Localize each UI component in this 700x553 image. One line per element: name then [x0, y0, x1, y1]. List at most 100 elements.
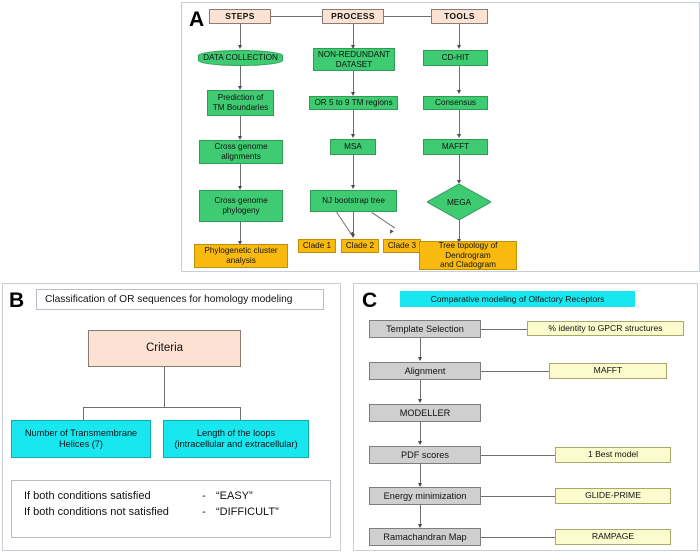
loop-length-line2: (intracellular and extracellular) — [174, 439, 298, 449]
tool-gpcr-identity: % identity to GPCR structures — [527, 321, 684, 336]
node-prediction-tm-line1: Prediction of — [217, 93, 264, 103]
loop-length-line1: Length of the loops — [196, 428, 276, 439]
node-cd-hit: CD-HIT — [423, 50, 488, 66]
line-steps-4 — [240, 164, 241, 188]
panel-a: A STEPS PROCESS TOOLS DATA COLLECTION Pr… — [181, 2, 700, 272]
node-mega: MEGA — [427, 184, 491, 220]
node-clade-1: Clade 1 — [298, 239, 336, 253]
line-criteria-left — [83, 407, 84, 420]
node-data-collection: DATA COLLECTION — [198, 50, 283, 66]
panel-c-letter: C — [362, 289, 378, 312]
arrow-steps-4 — [237, 186, 242, 190]
tool-glide-prime: GLIDE-PRIME — [555, 488, 671, 504]
line-c-1 — [481, 329, 527, 330]
connector-steps-process — [271, 16, 322, 17]
panel-b-title: Classification of OR sequences for homol… — [36, 289, 324, 310]
line-c-2 — [481, 371, 549, 372]
arrow-tools-3 — [456, 134, 461, 138]
node-mega-label: MEGA — [446, 197, 472, 207]
node-mafft: MAFFT — [423, 139, 488, 155]
line-tools-4 — [459, 155, 460, 182]
arrow-c-3 — [417, 441, 422, 445]
tm-helices-line1: Number of Transmembrane — [24, 428, 138, 439]
node-prediction-tm: Prediction of TM Boundaries — [207, 90, 274, 116]
line-criteria-down — [164, 367, 165, 407]
arrow-tools-4 — [456, 180, 461, 184]
node-loop-length: Length of the loops (intracellular and e… — [163, 420, 309, 458]
cross-align-line1: Cross genome — [214, 142, 268, 152]
arrow-proc-1 — [350, 45, 355, 49]
arrow-clade-2 — [350, 234, 355, 238]
panel-a-letter: A — [189, 8, 205, 31]
arrow-c-4 — [417, 483, 422, 487]
panel-b-letter: B — [9, 289, 25, 312]
line-proc-3 — [353, 110, 354, 136]
node-clade-3: Clade 3 — [383, 239, 421, 253]
node-non-redundant-dataset: NON-REDUNDANT DATASET — [313, 48, 395, 71]
condition-difficult-result: “DIFFICULT” — [216, 505, 279, 518]
line-tools-2 — [459, 66, 460, 92]
panel-c-title: Comparative modeling of Olfactory Recept… — [400, 291, 635, 307]
line-c-6 — [481, 537, 555, 538]
line-c-down-5 — [420, 505, 421, 527]
line-steps-5 — [240, 222, 241, 243]
line-tools-5 — [459, 220, 460, 241]
condition-easy-result: “EASY” — [216, 490, 253, 502]
arrow-tools-2 — [456, 90, 461, 94]
condition-row-easy: If both conditions satisfied - “EASY” — [24, 489, 330, 505]
line-tools-3 — [459, 110, 460, 136]
phylo-cluster-line1: Phylogenetic cluster — [204, 246, 278, 256]
arrow-proc-4 — [350, 185, 355, 189]
line-c-down-1 — [420, 338, 421, 360]
line-c-down-2 — [420, 380, 421, 402]
node-criteria: Criteria — [88, 330, 241, 367]
condition-difficult-dash: - — [202, 505, 206, 518]
line-proc-2 — [353, 71, 354, 94]
condition-row-difficult: If both conditions not satisfied - “DIFF… — [24, 505, 330, 521]
line-criteria-split — [83, 407, 240, 408]
line-c-down-3 — [420, 422, 421, 444]
arrow-steps-1 — [237, 45, 242, 49]
line-steps-2 — [240, 66, 241, 88]
diamond-shape-icon — [427, 184, 491, 220]
node-ramachandran-map: Ramachandran Map — [369, 528, 481, 546]
node-clade-2: Clade 2 — [341, 239, 379, 253]
node-prediction-tm-line2: TM Boundaries — [212, 103, 269, 112]
tree-topology-line3: and Cladogram — [440, 260, 496, 270]
node-cross-genome-phylogeny: Cross genome phylogeny — [199, 190, 283, 222]
line-proc-4 — [353, 155, 354, 187]
arrow-proc-2 — [350, 92, 355, 96]
panel-b-conditions: If both conditions satisfied - “EASY” If… — [11, 480, 331, 538]
line-steps-1 — [240, 24, 241, 47]
arrow-steps-3 — [237, 136, 242, 140]
node-or-tm-regions: OR 5 to 9 TM regions — [309, 96, 398, 110]
tool-rampage: RAMPAGE — [555, 529, 671, 545]
phylo-cluster-line2: analysis — [226, 256, 256, 265]
arrow-steps-5 — [237, 241, 242, 245]
condition-easy-text: If both conditions satisfied — [24, 490, 151, 502]
header-process: PROCESS — [322, 9, 384, 24]
condition-easy-dash: - — [202, 490, 206, 502]
node-energy-minimization: Energy minimization — [369, 487, 481, 505]
condition-difficult-text: If both conditions not satisfied — [24, 505, 169, 518]
line-tools-1 — [459, 24, 460, 47]
line-clade-3 — [371, 212, 396, 229]
tm-helices-line2: Helices (7) — [59, 439, 103, 449]
arrow-c-2 — [417, 399, 422, 403]
node-alignment: Alignment — [369, 362, 481, 380]
node-tm-helices: Number of Transmembrane Helices (7) — [11, 420, 151, 458]
line-proc-1 — [353, 24, 354, 47]
nonredundant-line1: NON-REDUNDANT — [317, 49, 391, 59]
node-phylogenetic-cluster: Phylogenetic cluster analysis — [194, 244, 288, 268]
connector-process-tools — [384, 16, 431, 17]
node-tree-topology: Tree topology of Dendrogram and Cladogra… — [419, 241, 517, 270]
header-tools: TOOLS — [431, 9, 488, 24]
node-template-selection: Template Selection — [369, 320, 481, 338]
cross-phylo-line2: phylogeny — [222, 206, 260, 215]
node-pdf-scores: PDF scores — [369, 446, 481, 464]
line-criteria-right — [240, 407, 241, 420]
node-modeller: MODELLER — [369, 404, 481, 422]
line-c-5 — [481, 496, 555, 497]
node-cross-genome-alignments: Cross genome alignments — [199, 140, 283, 164]
arrow-tools-1 — [456, 45, 461, 49]
